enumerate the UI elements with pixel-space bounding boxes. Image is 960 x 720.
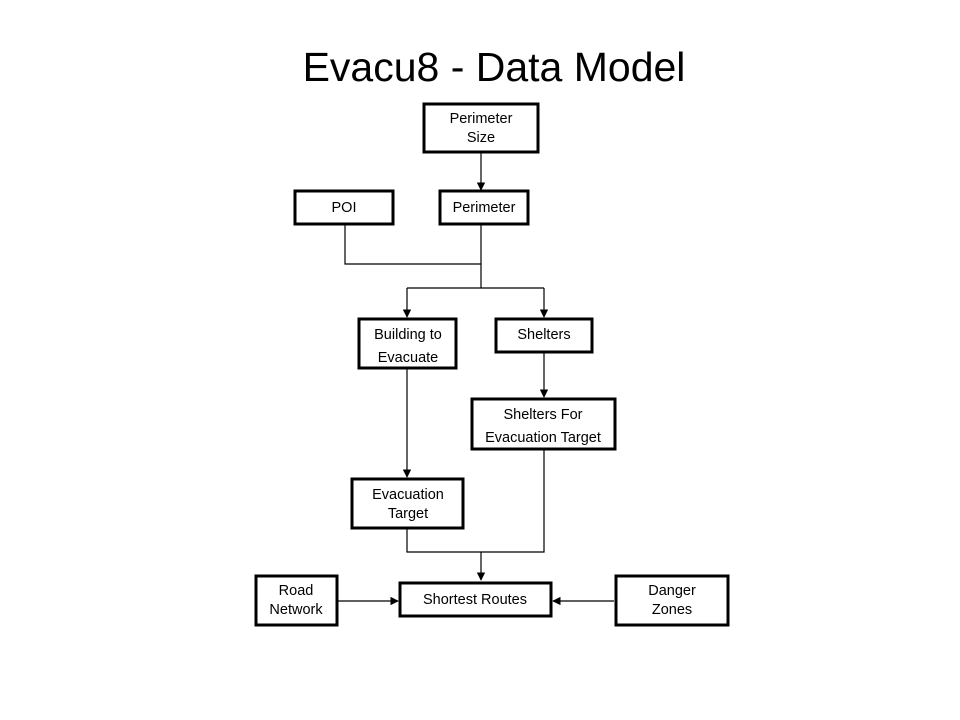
node-label: Road [279, 583, 314, 599]
node-label: Size [467, 130, 495, 146]
diagram-title: Evacu8 - Data Model [302, 44, 686, 90]
node-poi: POI [293, 189, 395, 226]
node-perimeter-size: Perimeter Size [422, 102, 540, 154]
node-label: Zones [652, 602, 692, 618]
node-label: Evacuation [372, 487, 444, 503]
node-label: Shelters [517, 327, 570, 343]
node-shelters-for-evacuation-target: Shelters For Evacuation Target [470, 397, 617, 451]
node-danger-zones: Danger Zones [614, 574, 730, 627]
node-label: Danger [648, 583, 696, 599]
node-label: Perimeter [453, 200, 516, 216]
edge-shelters-for-target-join [481, 449, 545, 553]
node-road-network: Road Network [254, 574, 339, 627]
node-label: POI [332, 200, 357, 216]
node-shelters: Shelters [494, 317, 594, 354]
node-label: Building to [374, 327, 442, 343]
node-label: Shelters For [504, 407, 583, 423]
node-label: Shortest Routes [423, 592, 527, 608]
node-building-to-evacuate: Building to Evacuate [357, 317, 458, 370]
node-perimeter: Perimeter [438, 189, 530, 226]
node-label: Target [388, 506, 428, 522]
node-evacuation-target: Evacuation Target [350, 477, 465, 530]
connectors [337, 152, 614, 606]
node-label: Evacuate [378, 350, 438, 366]
edge-evacuation-target-join [406, 528, 481, 553]
node-label: Evacuation Target [485, 430, 601, 446]
edge-poi-join [344, 224, 481, 265]
node-label: Network [269, 602, 323, 618]
node-shortest-routes: Shortest Routes [398, 581, 553, 618]
node-label: Perimeter [450, 111, 513, 127]
